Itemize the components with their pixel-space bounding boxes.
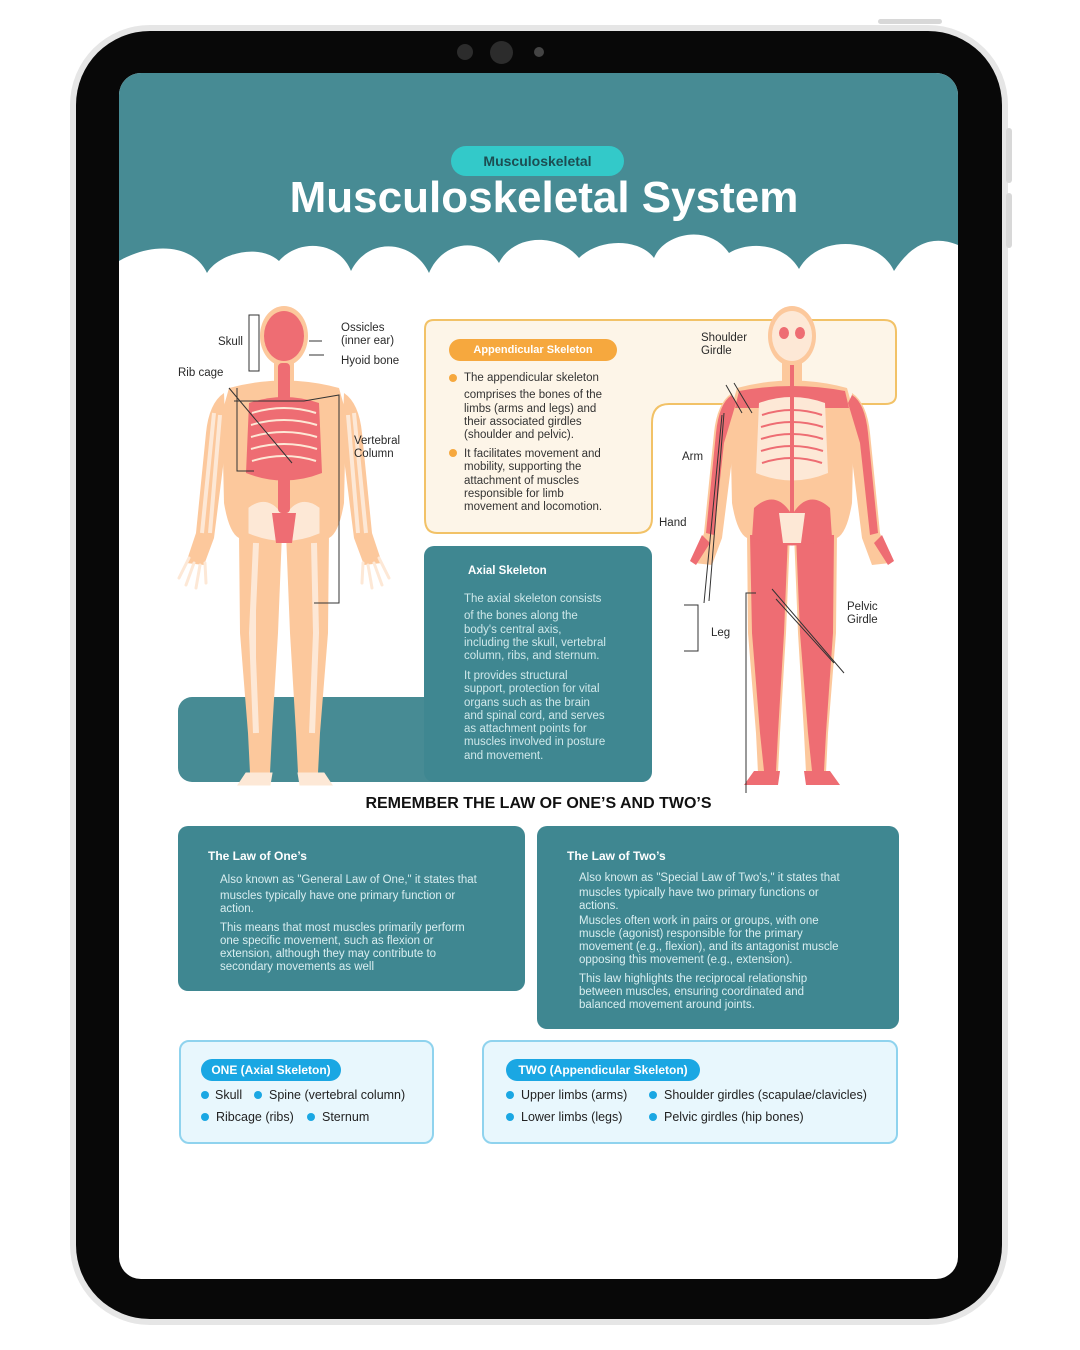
two-item-lower-limbs: Lower limbs (legs): [521, 1110, 623, 1124]
bullet-icon: [254, 1091, 262, 1099]
label-pelvic-sub: Girdle: [847, 614, 878, 626]
two-item-upper-limbs: Upper limbs (arms): [521, 1088, 628, 1102]
bullet-icon: [649, 1091, 657, 1099]
one-list-box: [179, 1040, 434, 1144]
law-of-twos-title: The Law of Two’s: [567, 849, 666, 863]
two-pill: TWO (Appendicular Skeleton): [506, 1059, 700, 1081]
one-pill: ONE (Axial Skeleton): [201, 1059, 341, 1081]
one-item-ribcage: Ribcage (ribs): [216, 1110, 294, 1124]
bullet-icon: [449, 449, 457, 457]
camera-icon: [490, 41, 513, 64]
law-of-twos-para-2: Muscles often work in pairs or groups, w…: [579, 915, 839, 966]
label-leg: Leg: [711, 627, 731, 639]
law-of-twos-para-1: Also known as "Special Law of Two's," it…: [579, 872, 840, 912]
label-ossicles-sub: (inner ear): [341, 335, 395, 347]
volume-button-2: [1006, 193, 1012, 248]
appendicular-badge: Appendicular Skeleton: [449, 339, 617, 361]
law-of-twos-card: The Law of Two’s Also known as "Special …: [537, 826, 899, 1029]
bullet-icon: [506, 1091, 514, 1099]
sensor-icon: [457, 44, 473, 60]
bullet-icon: [506, 1113, 514, 1121]
axial-card: [424, 546, 652, 782]
one-item-spine: Spine (vertebral column): [269, 1088, 406, 1102]
laws-heading: REMEMBER THE LAW OF ONE’S AND TWO’S: [365, 795, 712, 812]
power-button: [878, 19, 942, 24]
axial-title: Axial Skeleton: [468, 565, 547, 577]
one-item-sternum: Sternum: [322, 1110, 370, 1124]
label-vertebral: Vertebral: [354, 435, 401, 447]
label-shoulder: Shoulder: [701, 332, 748, 344]
appendicular-frame: [424, 319, 897, 534]
law-of-ones-card: The Law of One’s Also known as "General …: [178, 826, 525, 991]
label-ossicles: Ossicles: [341, 322, 385, 334]
law-of-ones-title: The Law of One’s: [208, 849, 307, 863]
label-skull: Skull: [218, 336, 243, 348]
law-of-ones-para-2: This means that most muscles primarily p…: [220, 922, 465, 973]
two-item-pelvic-girdles: Pelvic girdles (hip bones): [664, 1110, 804, 1124]
label-arm: Arm: [682, 451, 704, 463]
two-item-shoulder-girdles: Shoulder girdles (scapulae/clavicles): [664, 1088, 867, 1102]
bullet-icon: [201, 1113, 209, 1121]
volume-button: [1006, 128, 1012, 183]
law-of-twos-para-3: This law highlights the reciprocal relat…: [579, 973, 808, 1011]
bullet-icon: [201, 1091, 209, 1099]
label-hand: Hand: [659, 517, 687, 529]
poster-screen: Musculoskeletal Musculoskeletal System: [119, 73, 958, 1279]
law-of-ones-para-1: Also known as "General Law of One," it s…: [220, 874, 477, 915]
label-shoulder-sub: Girdle: [701, 345, 732, 357]
flash-icon: [534, 47, 544, 57]
appendicular-skeleton-figure: [684, 306, 894, 793]
topic-badge: Musculoskeletal: [451, 146, 624, 176]
one-item-skull: Skull: [215, 1088, 243, 1102]
page-title: Musculoskeletal System: [289, 173, 799, 222]
label-vertebral-sub: Column: [354, 448, 394, 460]
label-pelvic: Pelvic: [847, 601, 878, 613]
axial-skeleton-figure: [177, 306, 391, 786]
label-hyoid: Hyoid bone: [341, 355, 400, 367]
bullet-icon: [307, 1113, 315, 1121]
label-ribcage: Rib cage: [178, 367, 224, 379]
bullet-icon: [449, 374, 457, 382]
bullet-icon: [649, 1113, 657, 1121]
two-list-box: [482, 1040, 898, 1144]
